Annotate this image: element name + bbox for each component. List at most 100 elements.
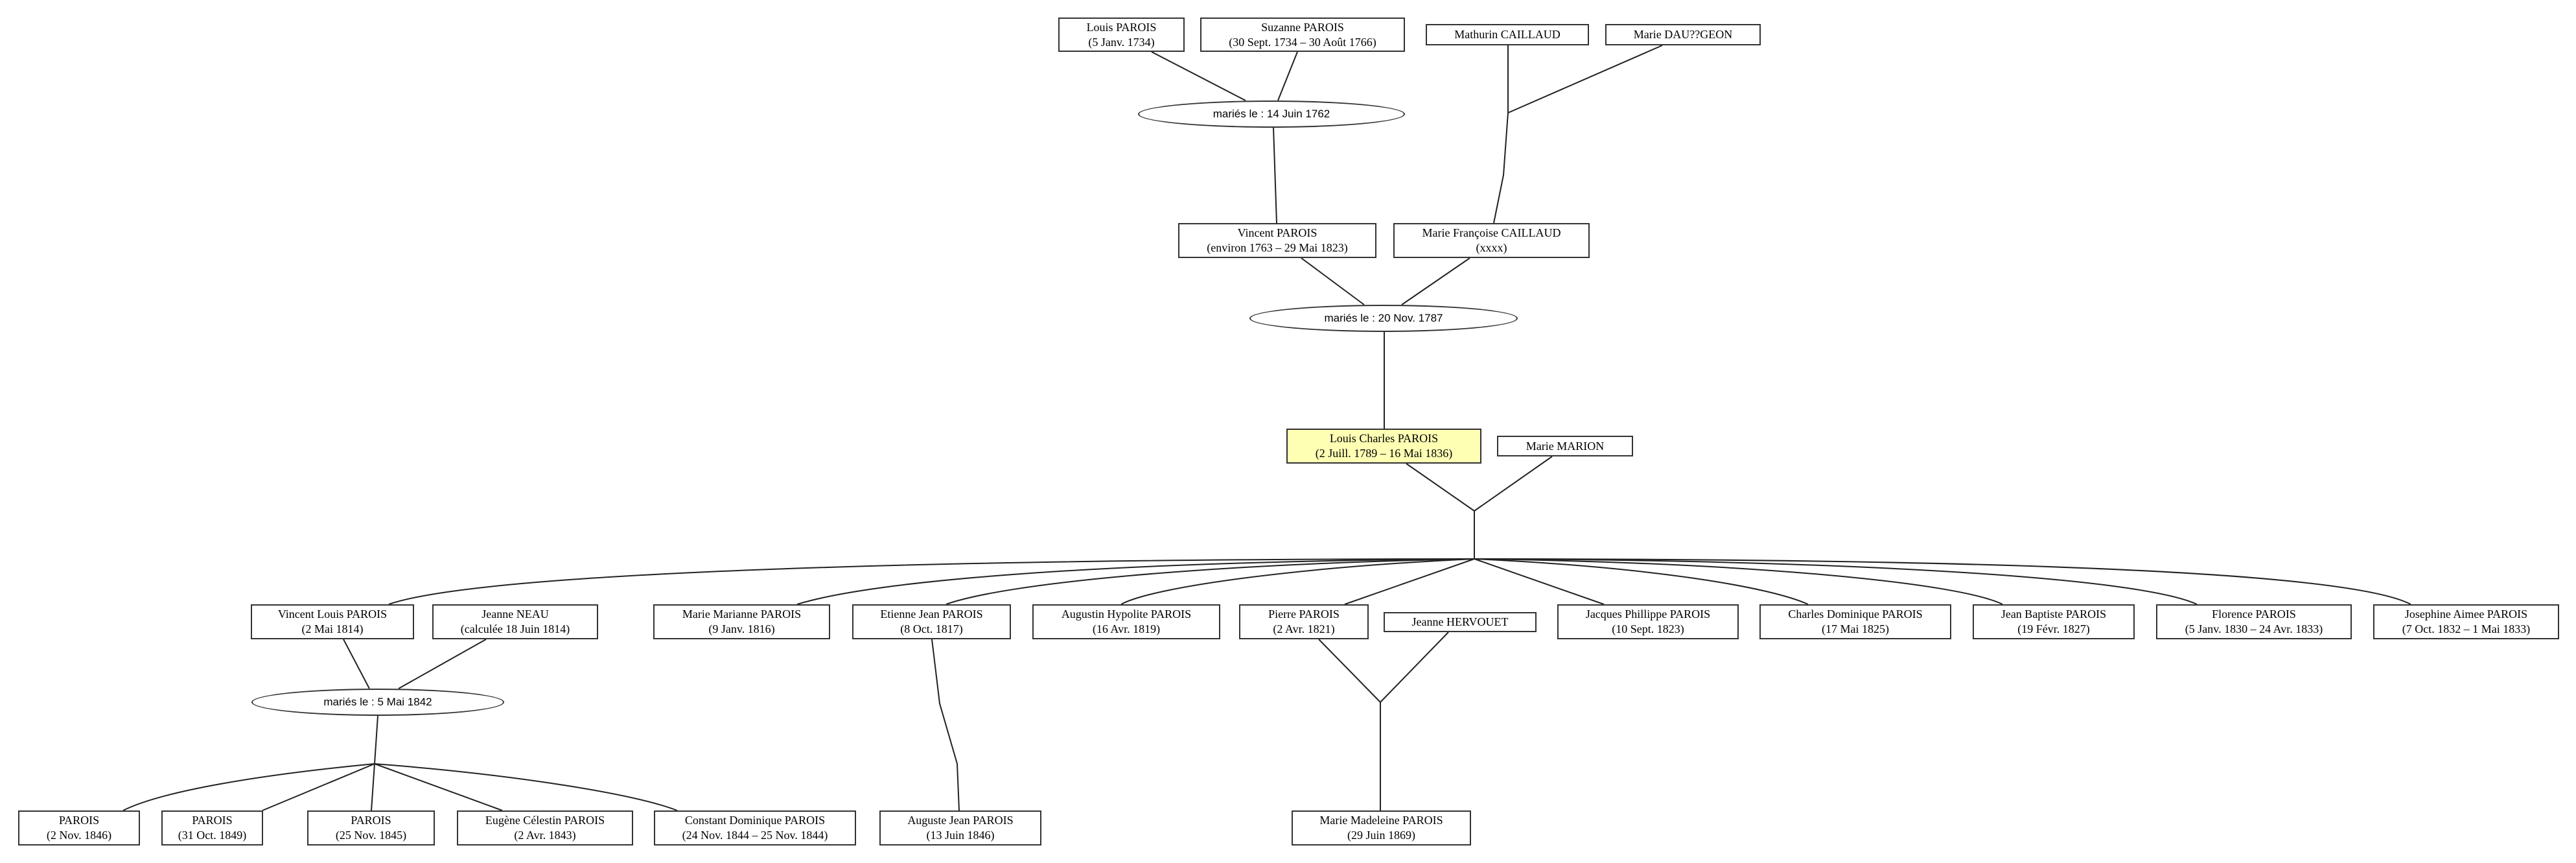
person-name: Florence PAROIS [2212, 608, 2296, 621]
person-dates: (29 Juin 1869) [1347, 829, 1415, 842]
person-jeanne-hervouet[interactable]: Jeanne HERVOUET [1384, 612, 1537, 632]
person-etienne-jean-parois[interactable]: Etienne Jean PAROIS(8 Oct. 1817) [852, 604, 1011, 639]
person-name: Auguste Jean PAROIS [907, 814, 1014, 827]
edge-union-to-hub-24 [374, 715, 378, 764]
person-name: PAROIS [58, 814, 100, 827]
edge-hub-to-child-29 [374, 763, 678, 811]
person-marie-francoise-caillaud[interactable]: Marie Françoise CAILLAUD (xxxx) [1393, 223, 1590, 258]
person-dates: (8 Oct. 1817) [900, 622, 963, 635]
edge-junction-to-child-5 [1493, 112, 1509, 224]
edge-hub-to-child-19 [1474, 558, 2003, 605]
edge-parent-to-junction-32 [1380, 632, 1449, 703]
person-vincent-louis-parois[interactable]: Vincent Louis PAROIS(2 Mai 1814) [251, 604, 414, 639]
edge-union-to-child-2 [1273, 127, 1277, 224]
person-jeanne-neau[interactable]: Jeanne NEAU(calculée 18 Juin 1814) [432, 604, 598, 639]
person-name: Charles Dominique PAROIS [1788, 608, 1923, 621]
person-dates: (2 Mai 1814) [301, 622, 364, 635]
person-dates: (xxxx) [1476, 241, 1507, 254]
edge-parent-to-union-7 [1401, 257, 1470, 305]
person-dates: (30 Sept. 1734 – 30 Août 1766) [1229, 35, 1376, 49]
edge-hub-to-child-21 [1474, 558, 2411, 605]
person-name: PAROIS [351, 814, 391, 827]
person-name: PAROIS [192, 814, 233, 827]
person-name: Marie MARION [1526, 439, 1605, 453]
person-josephine-aimee-parois[interactable]: Josephine Aimee PAROIS(7 Oct. 1832 – 1 M… [2373, 604, 2559, 639]
person-marie-marianne-parois[interactable]: Marie Marianne PAROIS(9 Janv. 1816) [653, 604, 830, 639]
person-name: Marie Marianne PAROIS [682, 608, 802, 621]
person-constant-dominique-parois[interactable]: Constant Dominique PAROIS(24 Nov. 1844 –… [654, 810, 856, 845]
edge-hub-to-child-15 [1120, 558, 1475, 605]
edge-parent-to-union-0 [1151, 51, 1246, 101]
person-charles-dominique-parois[interactable]: Charles Dominique PAROIS(17 Mai 1825) [1759, 604, 1951, 639]
marriage-label: mariés le : 5 Mai 1842 [323, 696, 432, 708]
edge-hub-to-child-20 [1474, 558, 2198, 605]
person-name: Etienne Jean PAROIS [880, 608, 983, 621]
person-name: Vincent Louis PAROIS [277, 608, 388, 621]
marriage-1842[interactable]: mariés le : 5 Mai 1842 [251, 689, 504, 716]
person-dates: (2 Avr. 1821) [1273, 622, 1335, 635]
person-marie-marion[interactable]: Marie MARION [1497, 436, 1633, 456]
person-dates: (31 Oct. 1849) [178, 829, 247, 842]
person-dates: (9 Janv. 1816) [708, 622, 775, 635]
person-dates: (24 Nov. 1844 – 25 Nov. 1844) [682, 829, 828, 842]
person-name: Suzanne PAROIS [1261, 20, 1344, 34]
person-name: Mathurin CAILLAUD [1454, 28, 1561, 41]
person-dates: (17 Mai 1825) [1822, 622, 1889, 635]
edge-parent-to-union-1 [1277, 51, 1298, 101]
person-name: Jeanne HERVOUET [1411, 615, 1509, 628]
marriage-label: mariés le : 14 Juin 1762 [1213, 108, 1330, 120]
edge-hub-to-child-16 [1344, 558, 1475, 605]
person-name: Vincent PAROIS [1237, 226, 1317, 239]
person-auguste-jean-parois[interactable]: Auguste Jean PAROIS(13 Juin 1846) [879, 810, 1041, 845]
edge-parent-to-union-6 [1301, 257, 1365, 305]
person-dates: (2 Nov. 1846) [46, 829, 112, 842]
person-dates: (10 Sept. 1823) [1612, 622, 1684, 635]
person-florence-parois[interactable]: Florence PAROIS(5 Janv. 1830 – 24 Avr. 1… [2156, 604, 2352, 639]
person-suzanne-parois[interactable]: Suzanne PAROIS(30 Sept. 1734 – 30 Août 1… [1200, 18, 1405, 52]
person-dates: (25 Nov. 1845) [335, 829, 407, 842]
person-dates: (2 Juill. 1789 – 16 Mai 1836) [1315, 447, 1453, 460]
edge-hub-to-child-18 [1474, 558, 1809, 605]
person-marie-dau-geon[interactable]: Marie DAU??GEON [1605, 24, 1761, 45]
person-mathurin-caillaud[interactable]: Mathurin CAILLAUD [1426, 24, 1589, 45]
edge-parent-to-union-22 [343, 639, 370, 689]
person-parois-1845[interactable]: PAROIS (25 Nov. 1845) [307, 810, 435, 845]
edge-parent-to-union-23 [398, 639, 487, 689]
edge-parent-to-junction-31 [1318, 639, 1381, 703]
person-dates: (calculée 18 Juin 1814) [460, 622, 570, 635]
person-dates: (environ 1763 – 29 Mai 1823) [1207, 241, 1348, 254]
person-parois-1846[interactable]: PAROIS (2 Nov. 1846) [18, 810, 140, 845]
edge-hub-to-child-13 [796, 558, 1475, 605]
person-augustin-hypolite-parois[interactable]: Augustin Hypolite PAROIS(16 Avr. 1819) [1032, 604, 1220, 639]
person-pierre-parois[interactable]: Pierre PAROIS(2 Avr. 1821) [1239, 604, 1369, 639]
marriage-label: mariés le : 20 Nov. 1787 [1324, 312, 1443, 324]
person-vincent-parois-1763[interactable]: Vincent PAROIS (environ 1763 – 29 Mai 182… [1178, 223, 1376, 258]
person-name: Marie Madeleine PAROIS [1319, 814, 1443, 827]
person-eugene-celestin-parois[interactable]: Eugène Célestin PAROIS(2 Avr. 1843) [457, 810, 633, 845]
edge-parent-to-junction-9 [1406, 463, 1475, 512]
marriage-1787[interactable]: mariés le : 20 Nov. 1787 [1249, 305, 1518, 332]
person-name: Josephine Aimee PAROIS [2404, 608, 2528, 621]
person-marie-madeleine-parois[interactable]: Marie Madeleine PAROIS (29 Juin 1869) [1292, 810, 1471, 845]
marriage-1762[interactable]: mariés le : 14 Juin 1762 [1138, 100, 1405, 128]
edge-hub-to-child-14 [946, 558, 1475, 605]
edge-parent-to-junction-4 [1507, 45, 1663, 113]
edge-hub-to-child-28 [374, 763, 503, 811]
edge-hub-to-child-26 [262, 763, 375, 811]
person-name: Louis Charles PAROIS [1329, 432, 1439, 445]
person-name: Marie Françoise CAILLAUD [1422, 226, 1561, 239]
person-jacques-phillippe-parois[interactable]: Jacques Phillippe PAROIS(10 Sept. 1823) [1557, 604, 1739, 639]
person-name: Louis PAROIS [1086, 20, 1157, 34]
edge-hub-to-child-17 [1474, 558, 1605, 605]
person-parois-1849[interactable]: PAROIS (31 Oct. 1849) [161, 810, 263, 845]
person-louis-charles-parois[interactable]: Louis Charles PAROIS (2 Juill. 1789 – 16 … [1286, 429, 1481, 464]
person-dates: (5 Janv. 1830 – 24 Avr. 1833) [2185, 622, 2323, 635]
person-louis-parois-1734[interactable]: Louis PAROIS(5 Janv. 1734) [1058, 18, 1185, 52]
person-name: Jeanne NEAU [482, 608, 549, 621]
edge-hub-to-child-27 [371, 763, 375, 811]
person-name: Marie DAU??GEON [1633, 28, 1733, 41]
edge-hub-to-child-25 [122, 763, 375, 811]
person-jean-baptiste-parois[interactable]: Jean Baptiste PAROIS(19 Févr. 1827) [1973, 604, 2135, 639]
